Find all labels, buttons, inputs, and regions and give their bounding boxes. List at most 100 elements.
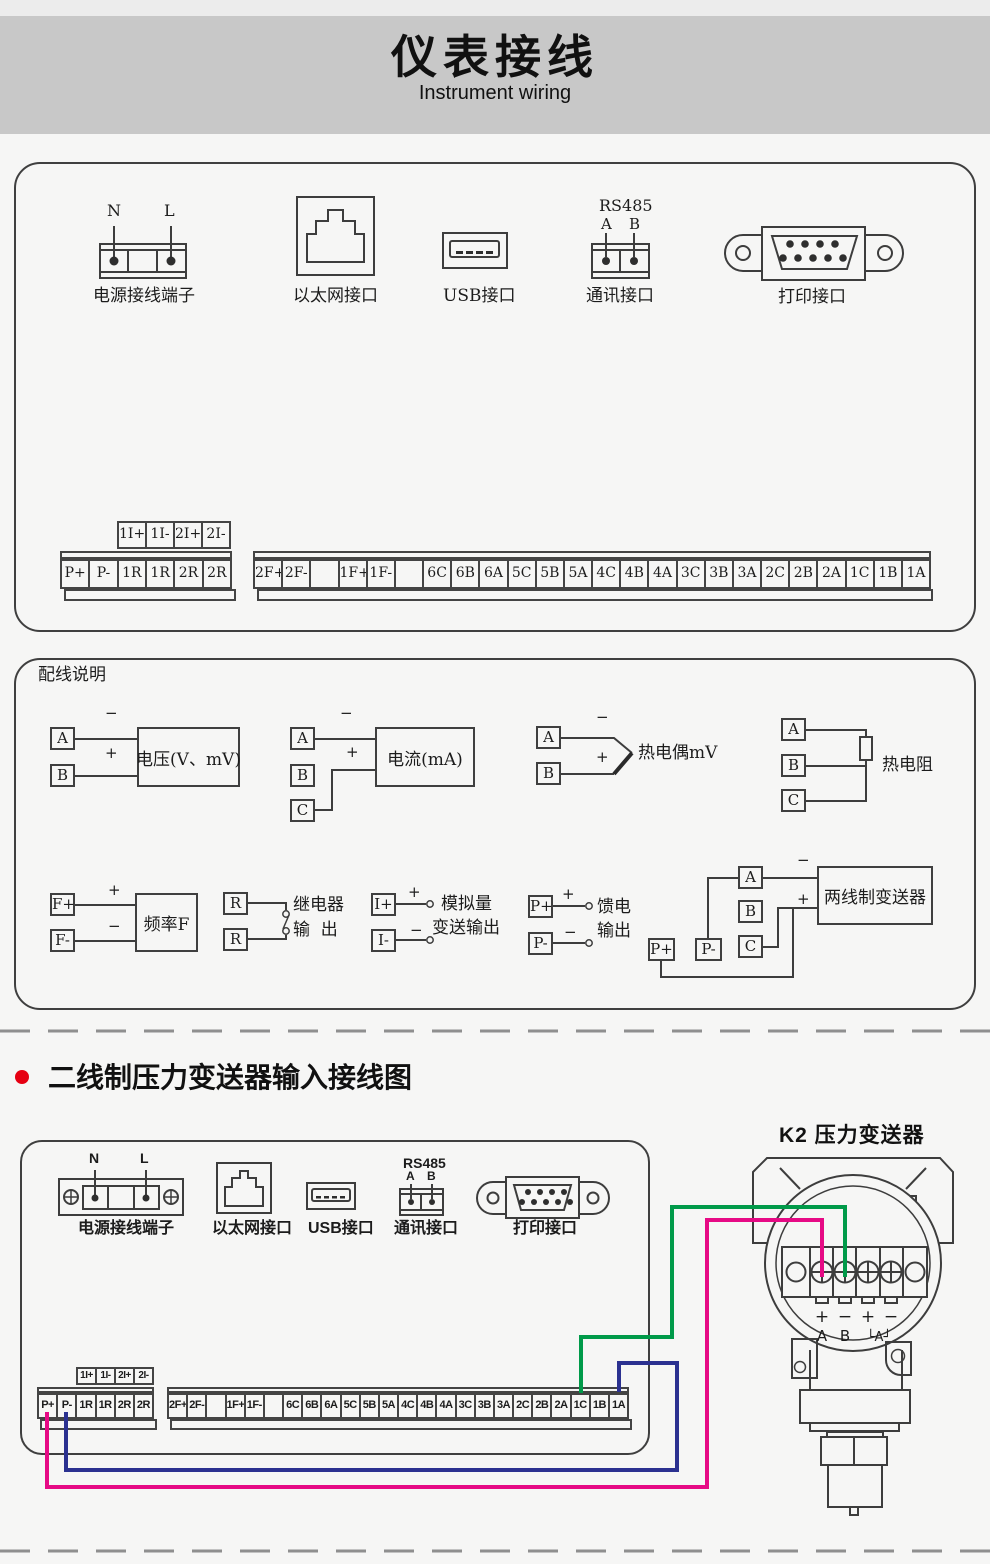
terminal-cell: 2R bbox=[201, 561, 230, 587]
voltage-input-box: 电压(V、mV) bbox=[136, 727, 241, 787]
strip-bottom-rail bbox=[64, 589, 236, 601]
terminal-b: B bbox=[290, 764, 315, 787]
terminal-cell: 1R bbox=[144, 561, 173, 587]
screw4-sign: − bbox=[884, 1307, 898, 1327]
plus-sign: + bbox=[562, 885, 575, 903]
terminal-cell: 4B bbox=[619, 561, 647, 587]
minus-sign: − bbox=[797, 851, 810, 869]
two-wire-transmitter-box: 两线制变送器 bbox=[817, 866, 933, 925]
strip-top-bar bbox=[60, 551, 232, 559]
terminal-cell: 2C bbox=[760, 561, 788, 587]
terminal-p-plus: P+ bbox=[648, 938, 675, 961]
terminal-cell: 1R bbox=[94, 1395, 114, 1417]
analog-label-line1: 模拟量 bbox=[441, 894, 492, 914]
terminal-p-plus: P+ bbox=[528, 895, 553, 918]
terminal-cell: 3B bbox=[703, 561, 732, 587]
minus-sign: − bbox=[410, 921, 423, 939]
terminal-cell: 5C bbox=[506, 561, 535, 587]
terminal-b: B bbox=[536, 762, 561, 785]
transmitter-terminal-labels: + − + − A B └A┘ bbox=[815, 1307, 898, 1345]
terminal-c: C bbox=[738, 935, 763, 958]
frequency-input-box: 频率F bbox=[135, 893, 198, 952]
terminal-f-minus: F- bbox=[50, 929, 75, 952]
minus-sign: − bbox=[596, 708, 609, 726]
terminal-r1: R bbox=[223, 892, 248, 915]
terminal-cell: 1B bbox=[588, 1395, 608, 1417]
screw2-sign: − bbox=[838, 1307, 852, 1327]
terminal-cell: 6A bbox=[320, 1395, 339, 1417]
terminal-cell: 1R bbox=[116, 561, 145, 587]
terminal-cell: 5C bbox=[339, 1395, 359, 1417]
strip-bottom-rail bbox=[170, 1419, 632, 1430]
plus-sign: + bbox=[408, 883, 421, 901]
terminal-cell: 4B bbox=[416, 1395, 435, 1417]
rs485-title: RS485 bbox=[599, 196, 653, 215]
terminal-cell: 1B bbox=[872, 561, 901, 587]
k2-transmitter-title: K2 压力变送器 bbox=[779, 1124, 925, 1147]
terminal-cell: 5B bbox=[358, 1395, 378, 1417]
terminal-b-label: B bbox=[840, 1327, 850, 1345]
power-n-label: N bbox=[107, 201, 121, 220]
terminal-cell: 2I- bbox=[201, 523, 229, 547]
terminal-cell bbox=[393, 561, 422, 587]
terminal-cell: 1I- bbox=[145, 523, 173, 547]
power-l-label: L bbox=[140, 1150, 149, 1166]
plus-sign: + bbox=[797, 890, 810, 908]
terminal-i-minus: I- bbox=[371, 929, 396, 952]
comm-port-label: 通讯接口 bbox=[586, 286, 654, 306]
terminal-b: B bbox=[738, 900, 763, 923]
terminal-cell: 2B bbox=[788, 561, 816, 587]
terminal-cell: 1A bbox=[607, 1395, 627, 1417]
terminal-r2: R bbox=[223, 928, 248, 951]
terminal-cell: 1F- bbox=[365, 561, 394, 587]
terminal-a: A bbox=[781, 718, 806, 741]
aux-terminal-strip: 1I+1I-2I+2I- bbox=[117, 521, 231, 549]
terminal-a: A bbox=[50, 727, 75, 750]
terminal-cell: 2A bbox=[550, 1395, 569, 1417]
usb-label: USB接口 bbox=[443, 286, 516, 306]
terminal-cell: 2A bbox=[816, 561, 844, 587]
terminal-cell: 6B bbox=[450, 561, 478, 587]
plus-sign: + bbox=[105, 744, 118, 762]
printer-port-label: 打印接口 bbox=[778, 287, 846, 307]
terminal-cell bbox=[309, 561, 337, 587]
terminal-cell bbox=[262, 1395, 282, 1417]
terminal-cell: 6A bbox=[478, 561, 506, 587]
ethernet-label: 以太网接口 bbox=[212, 1220, 293, 1237]
terminal-cell: P- bbox=[56, 1395, 75, 1417]
terminal-cell: 4A bbox=[435, 1395, 454, 1417]
relay-label-line2: 输 出 bbox=[293, 920, 338, 940]
terminal-cell: 3A bbox=[492, 1395, 512, 1417]
terminal-cell: 1I+ bbox=[80, 1370, 93, 1381]
terminal-p-minus: P- bbox=[695, 938, 722, 961]
terminal-i-plus: I+ bbox=[371, 893, 396, 916]
minus-sign: − bbox=[340, 704, 353, 722]
thermocouple-label: 热电偶mV bbox=[638, 743, 718, 763]
terminal-cell: 2I+ bbox=[114, 1369, 133, 1383]
terminal-cell: 1I+ bbox=[119, 526, 145, 542]
terminal-cell: 2F+ bbox=[255, 565, 282, 581]
ethernet-label: 以太网接口 bbox=[293, 286, 378, 306]
current-input-box: 电流(mA) bbox=[375, 727, 475, 787]
comm-port-label: 通讯接口 bbox=[394, 1220, 459, 1237]
aux-terminal-strip: 1I+1I-2I+2I- bbox=[76, 1367, 154, 1385]
wiring-notes-title: 配线说明 bbox=[38, 665, 106, 685]
section-title: 二线制压力变送器输入接线图 bbox=[48, 1062, 413, 1093]
terminal-a-label: A bbox=[817, 1327, 828, 1345]
usb-label: USB接口 bbox=[308, 1220, 374, 1237]
feed-label-line2: 输出 bbox=[597, 921, 631, 941]
section-bullet bbox=[15, 1070, 29, 1084]
rs485-a-label: A bbox=[406, 1169, 415, 1183]
terminal-cell: 4C bbox=[591, 561, 619, 587]
terminal-c: C bbox=[781, 789, 806, 812]
page-title-en: Instrument wiring bbox=[418, 81, 572, 104]
screw3-sign: + bbox=[861, 1307, 875, 1327]
terminal-cell: 1R bbox=[75, 1395, 94, 1417]
terminal-cell: 1F- bbox=[243, 1395, 263, 1417]
terminal-cell: 2R bbox=[113, 1395, 133, 1417]
terminal-cell: 1C bbox=[844, 561, 873, 587]
terminal-cell: 5A bbox=[562, 561, 591, 587]
right-terminal-strip: 2F+2F-1F+1F-6C6B6A5C5B5A4C4B4A3C3B3A2C2B… bbox=[253, 559, 931, 589]
terminal-cell: 2R bbox=[173, 561, 201, 587]
